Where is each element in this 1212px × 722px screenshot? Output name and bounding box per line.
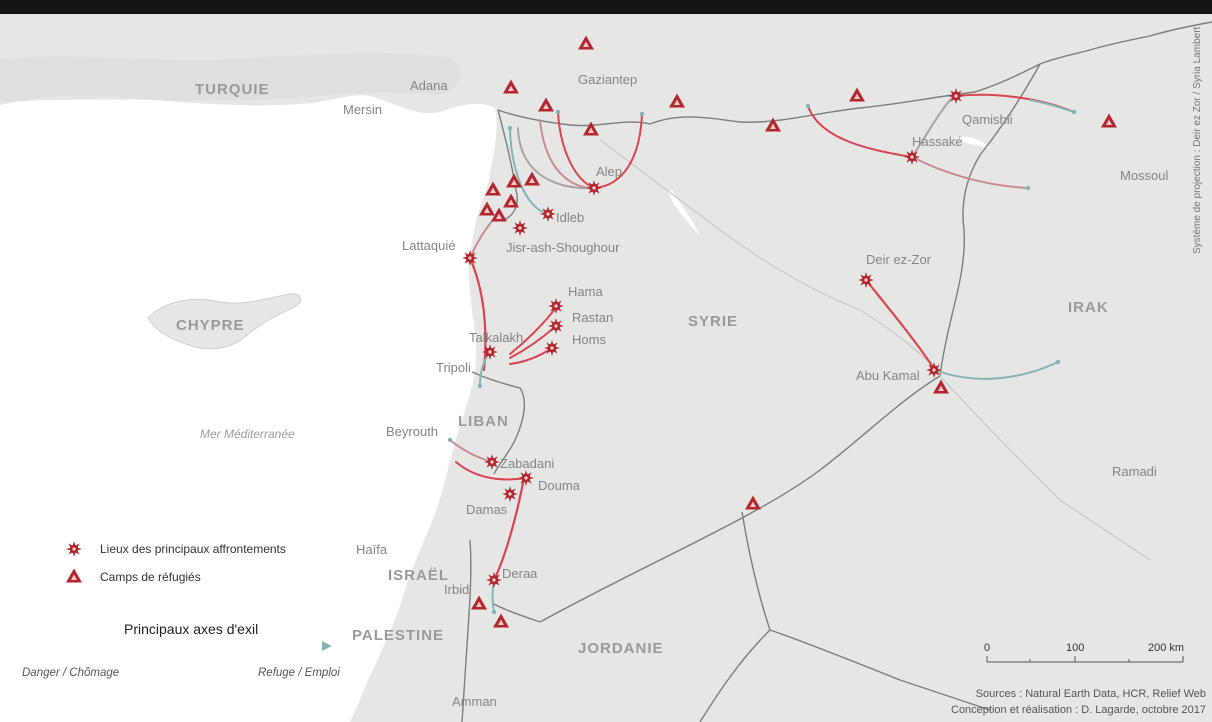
- lake: [668, 190, 700, 236]
- border-iraq-north: [1149, 21, 1212, 37]
- legend-clash-label: Lieux des principaux affrontements: [100, 542, 286, 556]
- border-turkey-syria: [497, 35, 1151, 127]
- legend-clash-icon: [66, 541, 82, 557]
- scale-tick-100: 100: [1066, 642, 1084, 654]
- city-label: Qamishli: [962, 112, 1013, 127]
- city-label: Deraa: [502, 566, 538, 581]
- border-lebanon-syria: [471, 371, 526, 475]
- city-label: Mossoul: [1120, 168, 1169, 183]
- route-qamishli-tail: [1029, 99, 1075, 113]
- clash-icon: [482, 344, 498, 360]
- scale-bar: 0 100 200 km: [984, 642, 1184, 663]
- clash-icon: [926, 362, 942, 378]
- city-label: Deir ez-Zor: [866, 252, 932, 267]
- clash-icon: [548, 318, 564, 334]
- city-label: Ramadi: [1112, 464, 1157, 479]
- country-label-jordanie: JORDANIE: [578, 640, 664, 657]
- legend-refuge-label: Refuge / Emploi: [258, 667, 340, 679]
- route-alep-north-2: [593, 113, 643, 189]
- city-label: Damas: [466, 502, 508, 517]
- route-alep-north-1: [557, 111, 595, 189]
- legend-camp-label: Camps de réfugiés: [100, 570, 201, 584]
- clash-icon: [484, 454, 500, 470]
- clash-icon: [502, 486, 518, 502]
- city-label: Homs: [572, 332, 606, 347]
- country-label-chypre: CHYPRE: [176, 317, 245, 334]
- mediterranean-sea: [0, 95, 497, 722]
- city-label: Douma: [538, 478, 581, 493]
- city-label: Irbid: [444, 582, 469, 597]
- projection-note: Système de projection : Deir ez Zor / Sy…: [1192, 26, 1203, 254]
- clash-icon: [462, 250, 478, 266]
- scale-tick-200: 200 km: [1148, 642, 1184, 654]
- city-label: Rastan: [572, 310, 613, 325]
- route-hassake-west: [807, 105, 913, 158]
- city-label: Amman: [452, 694, 497, 709]
- country-label-turquie: TURQUIE: [195, 81, 270, 98]
- clash-icon: [948, 88, 964, 104]
- border-syria-jordan: [493, 603, 541, 623]
- city-label: Idleb: [556, 210, 584, 225]
- clash-icon: [586, 180, 602, 196]
- sea-label: Mer Méditerranée: [200, 427, 295, 441]
- country-label-israel: ISRAËL: [388, 567, 449, 584]
- border-jordan-south: [699, 629, 771, 722]
- city-label: Gaziantep: [578, 72, 637, 87]
- city-label: Talkalakh: [469, 330, 523, 345]
- country-label-syrie: SYRIE: [688, 313, 738, 330]
- city-label: Tripoli: [436, 360, 471, 375]
- city-label: Hama: [568, 284, 603, 299]
- route-hama: [509, 307, 557, 355]
- country-label-palestine: PALESTINE: [352, 627, 444, 644]
- clash-icon: [544, 340, 560, 356]
- border-hatay: [497, 109, 518, 221]
- city-labels: Mersin Adana Gaziantep Alep Idleb Jisr-a…: [343, 72, 1169, 709]
- legend-axes-title: Principaux axes d'exil: [124, 621, 258, 637]
- city-label: Adana: [410, 78, 448, 93]
- sources-line-1: Sources : Natural Earth Data, HCR, Relie…: [976, 688, 1206, 700]
- city-label: Beyrouth: [386, 424, 438, 439]
- legend: Lieux des principaux affrontements Camps…: [22, 541, 340, 679]
- city-label: Abu Kamal: [856, 368, 920, 383]
- turkey-relief: [0, 53, 461, 102]
- clash-icon: [548, 298, 564, 314]
- city-label: Jisr-ash-Shoughour: [506, 240, 620, 255]
- city-label: Zabadani: [500, 456, 554, 471]
- clash-icon: [518, 470, 534, 486]
- clash-icon: [904, 149, 920, 165]
- cyprus-island: [147, 293, 302, 350]
- route-end-dots: [447, 103, 1077, 615]
- legend-axes-arrow: [322, 641, 332, 651]
- sources-line-2: Conception et réalisation : D. Lagarde, …: [951, 704, 1206, 716]
- title-bar: [0, 0, 1212, 14]
- city-label: Mersin: [343, 102, 382, 117]
- route-hatay: [509, 129, 549, 215]
- border-israel-jordan: [461, 539, 472, 722]
- clash-icon: [540, 206, 556, 222]
- city-label: Alep: [596, 164, 622, 179]
- route-alep-north-4: [517, 127, 595, 190]
- country-label-irak: IRAK: [1068, 299, 1109, 316]
- route-abukamal-iraq: [934, 361, 1059, 380]
- city-label: Haïfa: [356, 542, 388, 557]
- border-iraq-jordan: [741, 511, 991, 711]
- clash-icon: [858, 272, 874, 288]
- exile-routes: [449, 93, 1075, 613]
- lake: [955, 136, 990, 148]
- city-label: Hassaké: [912, 134, 963, 149]
- legend-danger-label: Danger / Chômage: [22, 667, 119, 679]
- route-damas-deraa: [492, 476, 526, 582]
- city-label: Lattaquié: [402, 238, 456, 253]
- clash-icon: [512, 220, 528, 236]
- route-deir-abukamal: [864, 278, 937, 372]
- map-canvas: TURQUIE SYRIE IRAK CHYPRE LIBAN ISRAËL P…: [0, 14, 1212, 722]
- rivers: [599, 139, 1151, 561]
- route-zabadani: [455, 461, 527, 481]
- clash-icon: [486, 572, 502, 588]
- scale-tick-0: 0: [984, 642, 990, 654]
- country-label-liban: LIBAN: [458, 413, 509, 430]
- route-hassake-north: [911, 95, 955, 158]
- route-hassake-east: [911, 156, 1029, 189]
